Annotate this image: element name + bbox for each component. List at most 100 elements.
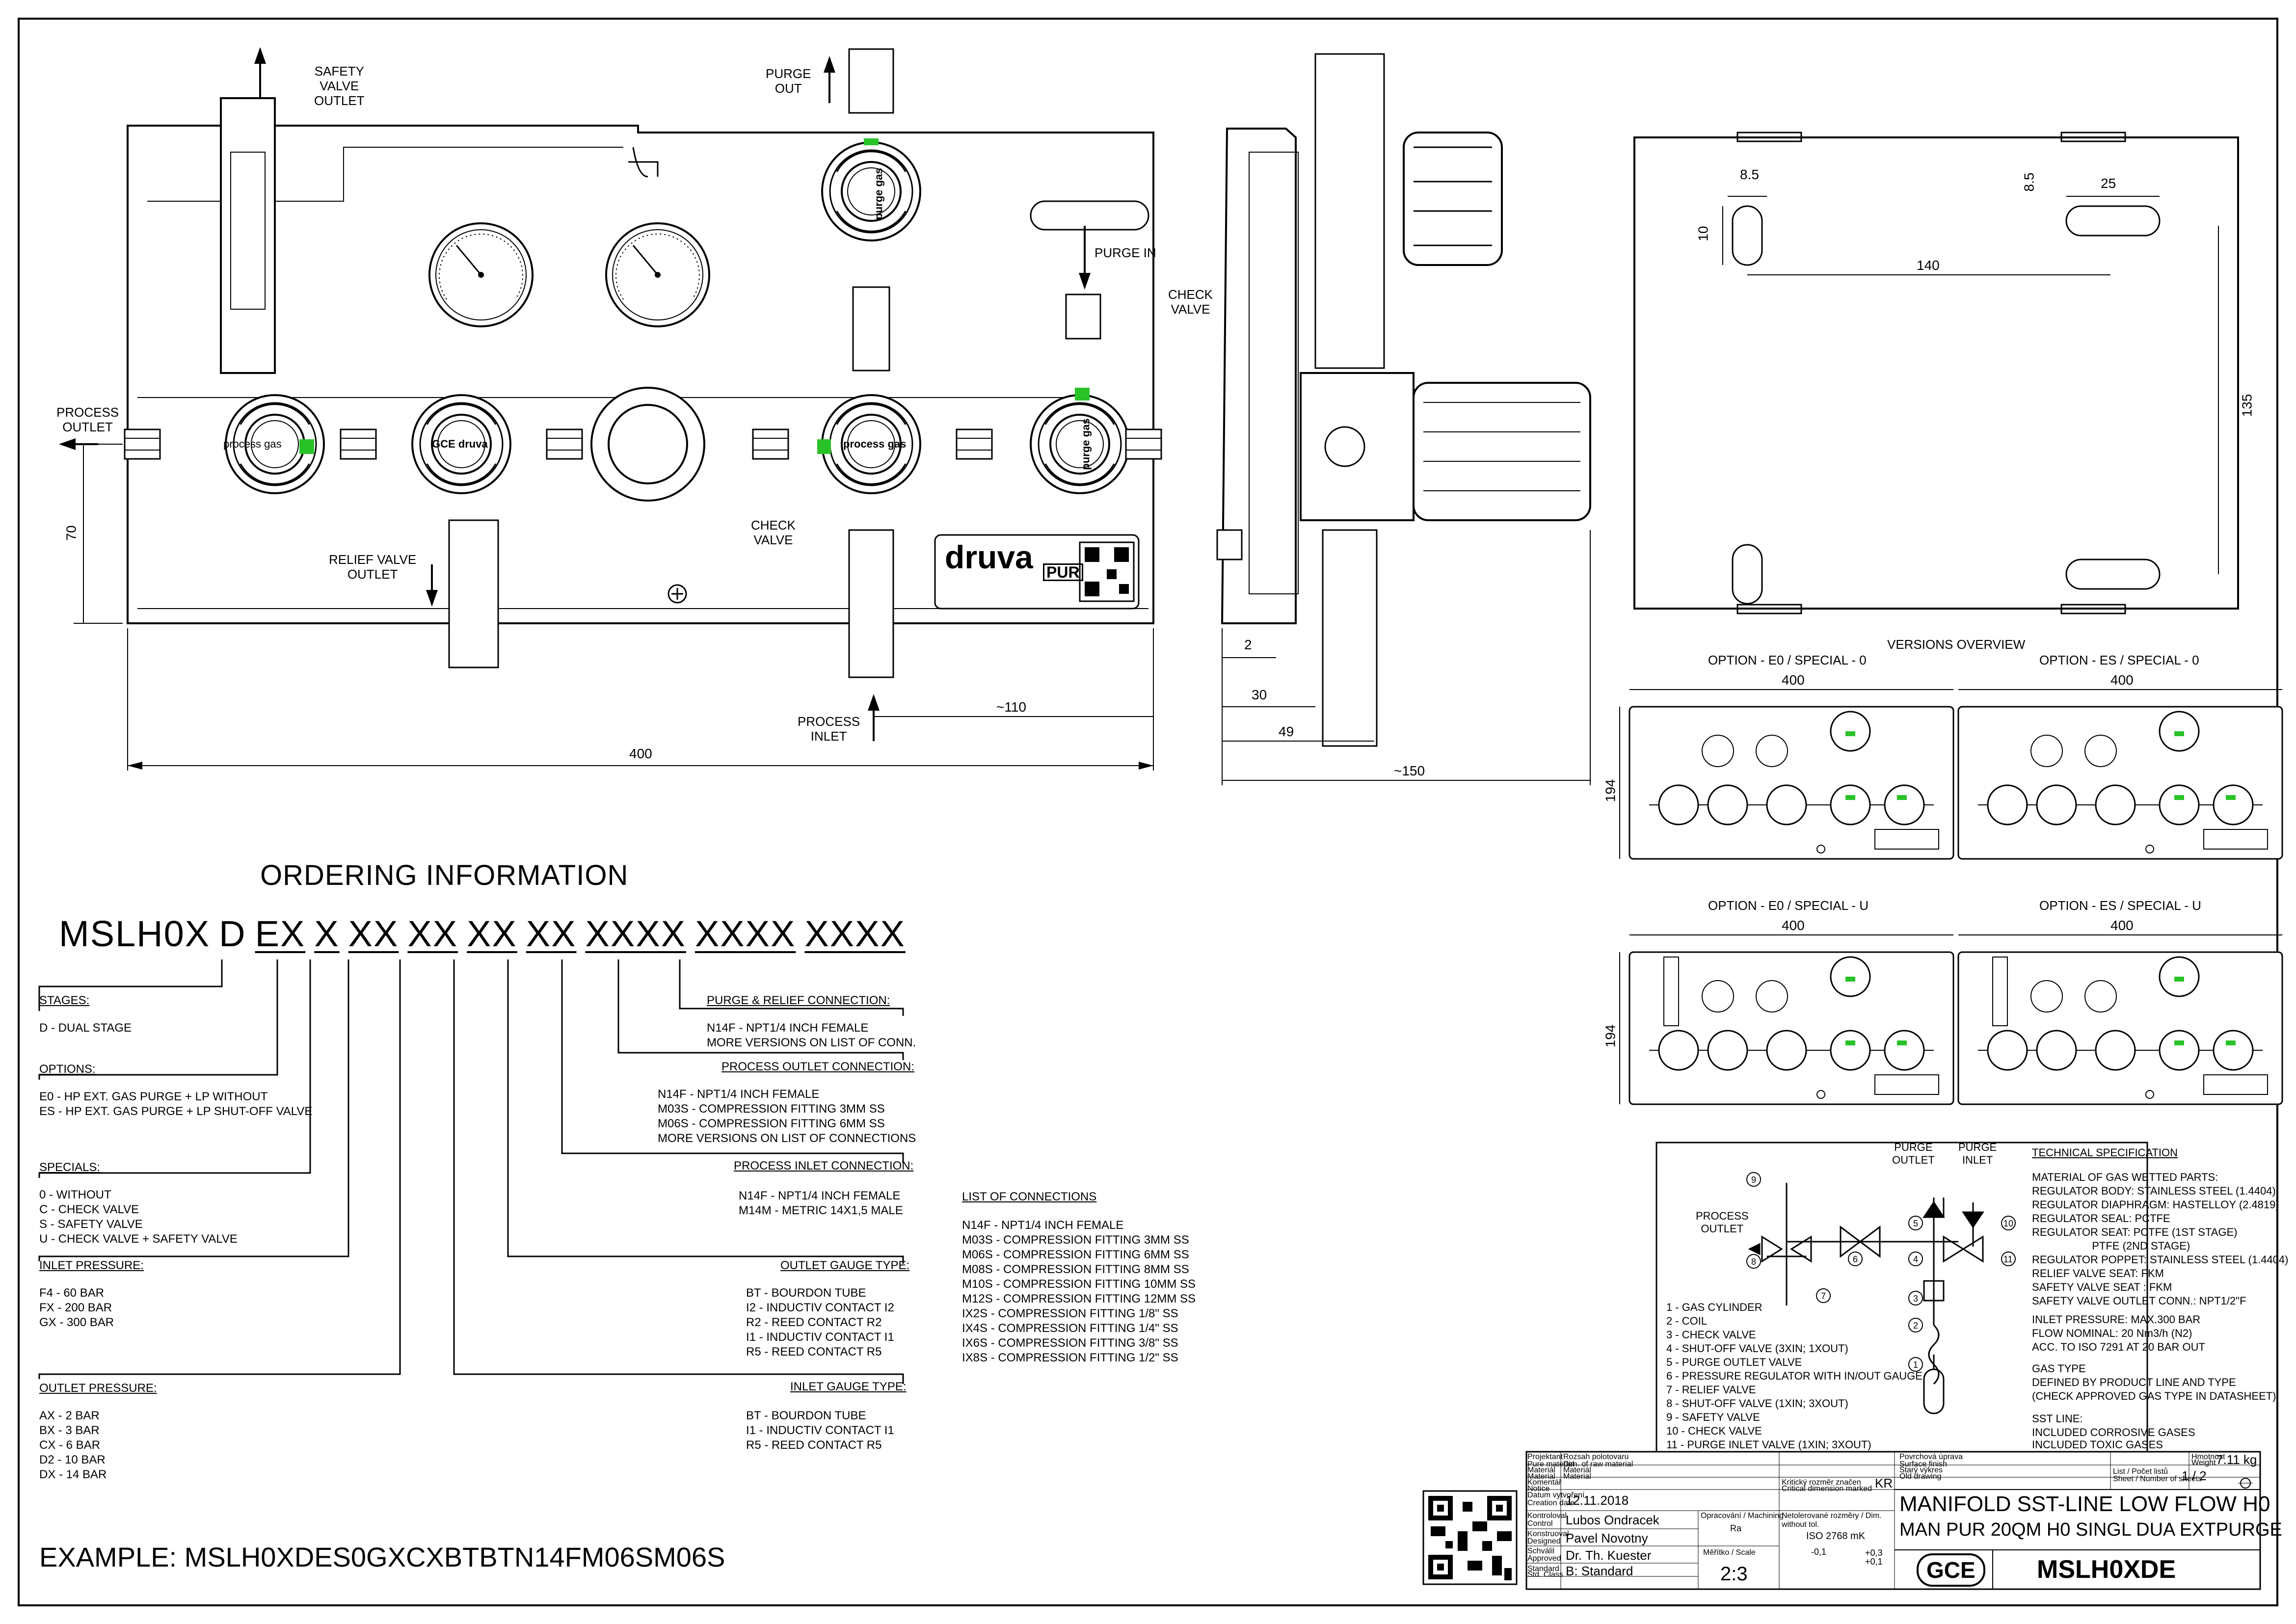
tb-sheet: 1 / 2 [2182,1468,2207,1483]
connection-line: IX8S - COMPRESSION FITTING 1/2" SS [962,1351,1178,1364]
brand-badge-logo: druva [945,539,1033,575]
tb-title-2: MAN PUR 20QM H0 SINGL DUA EXTPURGE [1899,1519,2282,1540]
legend-line: 5 - PURGE OUTLET VALVE [1666,1356,1802,1368]
code-part: XXXX [804,913,906,954]
section-line: AX - 2 BAR [39,1409,100,1422]
dim-back-85b: 8.5 [2021,172,2037,192]
regulator-label: purge gas [1079,418,1092,470]
connection-line: M03S - COMPRESSION FITTING 3MM SS [962,1233,1189,1247]
section-line: DX - 14 BAR [39,1468,107,1481]
connection-line: M10S - COMPRESSION FITTING 10MM SS [962,1278,1196,1291]
section-title: PROCESS OUTLET CONNECTION: [721,1060,914,1073]
node-label: 1 [1913,1360,1919,1370]
process-inlet-label: PROCESS INLET [798,714,860,744]
code-part: D [219,913,246,954]
spec-title: TECHNICAL SPECIFICATION [2032,1146,2178,1159]
legend-line: 11 - PURGE INLET VALVE (1XIN; 3XOUT) [1666,1438,1871,1451]
section-line: I1 - INDUCTIV CONTACT I1 [746,1331,894,1344]
tb-date-label: Datum vytvoření [1527,1491,1585,1499]
code-part: XX [407,913,458,954]
tb-tol-a: -0,1 [1811,1547,1827,1557]
dim-side-2: 2 [1244,637,1252,652]
regulator-label: process gas [223,438,282,450]
connection-line: M06S - COMPRESSION FITTING 6MM SS [962,1248,1189,1261]
code-part: EX [255,913,306,954]
tb-std-label-en: Std. Class [1527,1571,1563,1579]
code-part: X [314,913,340,954]
version-width: 400 [2110,918,2134,933]
tb-date: 12.11.2018 [1566,1493,1629,1508]
legend-line: 9 - SAFETY VALVE [1666,1411,1760,1423]
side-view [1216,53,1591,785]
versions-overview [1619,689,2283,1105]
connections-title: LIST OF CONNECTIONS [962,1190,1097,1203]
spec-line: MATERIAL OF GAS WETTED PARTS: [2032,1171,2218,1183]
versions-title: VERSIONS OVERVIEW [1887,637,2026,652]
legend-line: 7 - RELIEF VALVE [1666,1384,1756,1396]
section-line: R5 - REED CONTACT R5 [746,1438,882,1452]
section-line: R5 - REED CONTACT R5 [746,1345,882,1358]
section-line: U - CHECK VALVE + SAFETY VALVE [39,1232,238,1246]
dim-side-150: ~150 [1394,763,1425,778]
spec-line: REGULATOR SEAT: PCTFE (1ST STAGE) [2032,1226,2238,1238]
section-title: PURGE & RELIEF CONNECTION: [707,994,890,1007]
legend-line: 6 - PRESSURE REGULATOR WITH IN/OUT GAUGE [1666,1370,1922,1382]
tb-mat2-label-en: Material [1563,1472,1591,1481]
node-label: 9 [1751,1175,1757,1185]
version-width: 400 [2110,672,2134,688]
tb-roughness: Ra [1730,1523,1742,1533]
dim-back-25: 25 [2101,176,2116,191]
legend-line: 10 - CHECK VALVE [1666,1425,1762,1437]
dim-front-width: 400 [629,746,652,761]
tb-old-label-en: Old drawing [1899,1472,1942,1481]
code-part: MSLH0X [59,913,211,954]
tb-comment-label: Komentář [1527,1478,1562,1487]
section-line: N14F - NPT1/4 INCH FEMALE [739,1189,901,1202]
tb-control-label-en: Control [1527,1519,1553,1528]
spec-line: INLET PRESSURE: MAX.300 BAR [2032,1313,2201,1326]
section-line: FX - 200 BAR [39,1301,112,1314]
section-title: SPECIALS: [39,1161,101,1174]
tb-title-1: MANIFOLD SST-LINE LOW FLOW H0 [1899,1492,2270,1516]
legend-line: 3 - CHECK VALVE [1666,1329,1756,1341]
tb-scale-label: Měřítko / Scale [1703,1548,1756,1557]
section-title: STAGES: [39,994,90,1007]
tb-scale: 2:3 [1720,1563,1748,1585]
section-line: M03S - COMPRESSION FITTING 3MM SS [658,1102,885,1116]
node-label: 8 [1751,1257,1757,1267]
tb-tol-b: +0,3 [1865,1548,1883,1558]
version-name: OPTION - E0 / SPECIAL - U [1708,898,1869,913]
section-line: I2 - INDUCTIV CONTACT I2 [746,1301,894,1314]
section-line: BT - BOURDON TUBE [746,1286,866,1300]
schematic [1655,1142,2148,1453]
connection-line: IX2S - COMPRESSION FITTING 1/8" SS [962,1307,1178,1320]
version-width: 400 [1782,918,1805,933]
safety-valve-outlet-label: SAFETY VALVE OUTLET [314,64,365,108]
section-title: OUTLET GAUGE TYPE: [780,1259,910,1272]
section-line: I1 - INDUCTIV CONTACT I1 [746,1424,894,1437]
brand-badge-sub: PUR [1043,563,1083,581]
section-line: D - DUAL STAGE [39,1021,132,1035]
section-line: BT - BOURDON TUBE [746,1409,866,1422]
tb-dim-label: Rozsah polotovaru [1563,1453,1629,1461]
section-line: F4 - 60 BAR [39,1286,105,1300]
section-line: M06S - COMPRESSION FITTING 6MM SS [658,1117,885,1130]
tb-sheet-label-en: Sheet / Number of sheets [2113,1475,2202,1483]
spec-line: SST LINE: [2032,1412,2083,1425]
qr-code [1422,1490,1518,1585]
tb-logo: GCE [1917,1553,1985,1587]
tb-sheet-label: List / Počet listů [2113,1467,2168,1476]
dim-back-10: 10 [1695,226,1711,241]
code-part: XX [526,913,577,954]
tb-creator-label: Projektant [1527,1453,1563,1461]
spec-line: PTFE (2ND STAGE) [2032,1240,2190,1252]
ordering-leader-lines [38,959,904,1384]
node-label: 5 [1913,1219,1919,1228]
spec-line: REGULATOR SEAL: PCTFE [2032,1212,2170,1225]
ordering-example: EXAMPLE: MSLH0XDES0GXCXBTBTN14FM06SM06S [39,1542,725,1572]
code-part: XX [467,913,517,954]
tb-tol-c: +0,1 [1865,1557,1883,1567]
